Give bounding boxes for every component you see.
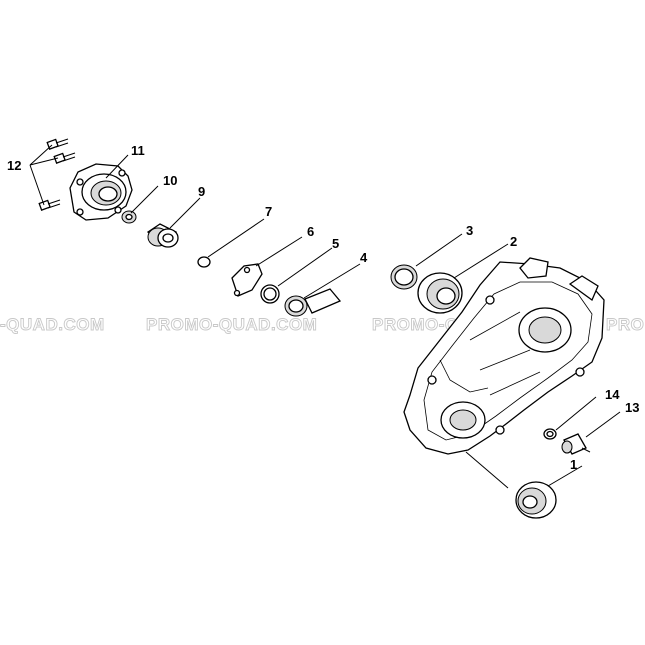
leader-lines <box>29 144 621 489</box>
part-6-plate <box>231 263 263 297</box>
callout-6: 6 <box>307 224 314 239</box>
part-5-seal <box>260 284 280 304</box>
callout-4: 4 <box>360 250 368 265</box>
callout-1: 1 <box>570 457 577 472</box>
watermark-segment-1: -QUAD.COM <box>0 315 105 334</box>
callout-2: 2 <box>510 234 517 249</box>
part-9-sleeve <box>146 223 179 248</box>
part-10-washer <box>121 210 137 224</box>
part-13-plug <box>561 433 591 455</box>
callout-11: 11 <box>131 143 145 158</box>
callout-5: 5 <box>332 236 339 251</box>
part-11-housing <box>69 163 133 221</box>
part-14-seal <box>543 428 557 440</box>
callout-7: 7 <box>265 204 272 219</box>
watermark-segment-2: PROMO-QUAD.COM <box>146 315 317 334</box>
callouts: 1 2 3 4 5 6 7 9 10 11 12 13 14 <box>7 143 639 472</box>
watermark-segment-4: PRO <box>606 315 644 334</box>
part-1-bearing <box>515 481 557 519</box>
part-4-collar <box>284 288 342 317</box>
callout-10: 10 <box>163 173 177 188</box>
part-12-bolts <box>38 138 76 211</box>
bolt-b <box>53 152 76 164</box>
part-3-oil-seal <box>390 264 418 290</box>
part-7-o-ring <box>197 256 211 268</box>
callout-3: 3 <box>466 223 473 238</box>
callout-13: 13 <box>625 400 639 415</box>
bolt-a <box>46 138 69 150</box>
callout-12: 12 <box>7 158 21 173</box>
callout-14: 14 <box>605 387 620 402</box>
part-2-bearing <box>417 272 463 314</box>
crankcase-cover <box>403 257 605 455</box>
callout-9: 9 <box>198 184 205 199</box>
